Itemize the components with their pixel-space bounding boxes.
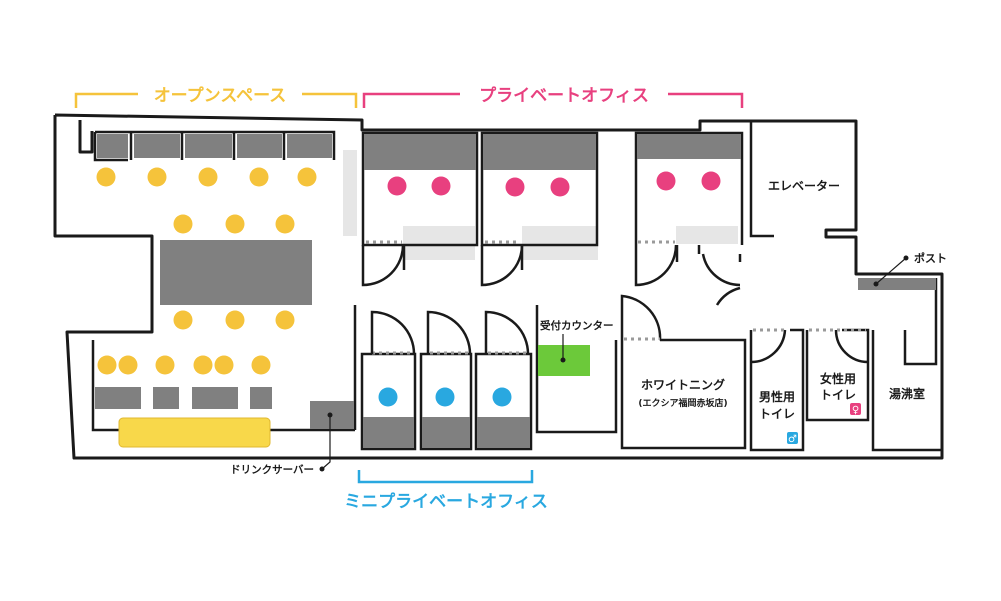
desk (237, 134, 282, 158)
toilet-block (749, 328, 870, 452)
mens-toilet-label-2: トイレ (759, 407, 795, 421)
whitening-room (620, 294, 747, 450)
desk (95, 387, 141, 409)
mini-office-doors (370, 310, 530, 355)
desk (97, 134, 128, 158)
mini-private-office-bracket (357, 470, 534, 484)
mens-toilet-label-1: 男性用 (759, 389, 795, 404)
light-shading (343, 150, 738, 260)
male-toilet-icon (787, 432, 798, 444)
open-space-bracket (74, 92, 358, 108)
desk (250, 387, 272, 409)
mini-office-desks (363, 417, 530, 448)
whitening-sublabel: (エクシア福岡赤坂店) (638, 397, 727, 409)
bench-sofa (118, 417, 271, 448)
elevator-hall (749, 121, 774, 238)
mini-private-office-label: ミニプライベートオフィス (344, 491, 548, 512)
meeting-table (160, 240, 312, 305)
drink-server-label: ドリンクサーバー (230, 464, 314, 476)
womens-toilet-label-2: トイレ (820, 388, 856, 402)
open-space-seats (96, 167, 317, 375)
reception-label: 受付カウンター (540, 319, 614, 332)
desk (134, 134, 180, 158)
post-callout: ポスト (873, 251, 947, 287)
male-glyph: ♂ (788, 434, 797, 445)
desk (287, 134, 332, 158)
private-office-bracket (362, 92, 744, 108)
open-space-desks (95, 134, 354, 429)
outer-walls (53, 113, 944, 460)
mini-office-seats (378, 387, 512, 407)
open-space-label: オープンスペース (154, 85, 287, 106)
reception-callout: 受付カウンター (540, 319, 614, 363)
post-box (858, 278, 936, 290)
desk (185, 134, 232, 158)
post-label: ポスト (914, 251, 947, 265)
open-space-walls (91, 130, 357, 432)
reception-area (535, 305, 618, 434)
corridor-doors (697, 245, 742, 306)
female-glyph: ♀ (852, 405, 859, 416)
private-office-desks (364, 134, 741, 170)
private-office-label: プライベートオフィス (479, 85, 649, 106)
private-office-doors (361, 244, 678, 287)
desk (192, 387, 238, 409)
female-toilet-icon (850, 403, 861, 415)
kitchenette-label: 湯沸室 (889, 386, 925, 401)
whitening-label: ホワイトニング (641, 377, 725, 392)
desk (153, 387, 179, 409)
drink-server-callout: ドリンクサーバー (230, 412, 333, 476)
kitchenette-room (871, 278, 942, 452)
elevator-label: エレベーター (768, 179, 840, 193)
private-office-seats (387, 171, 721, 197)
womens-toilet-label-1: 女性用 (820, 371, 856, 386)
